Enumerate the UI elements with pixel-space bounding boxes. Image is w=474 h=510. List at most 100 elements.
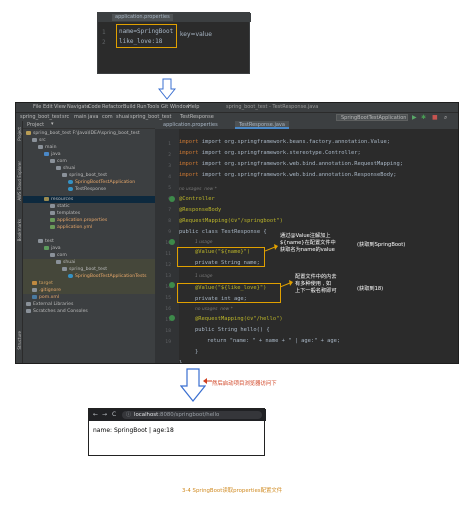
run-configuration-select[interactable]: SpringBootTestApplication [336,114,408,121]
line-number: 11 [165,252,171,257]
annotation-note-2: 配置文件中的内去 有多种使用 , 如 上下一般名称即可 [295,274,337,294]
debug-icon[interactable]: ✱ [421,114,427,121]
menu-help[interactable]: Help [188,104,200,110]
menu-file[interactable]: File [33,104,42,110]
line-number: 17 [165,318,171,323]
menu-bar: File Edit View Navigate Code Refactor Bu… [16,103,458,112]
menu-view[interactable]: View [54,104,66,110]
tree-item-shuai[interactable]: shuai [56,165,75,172]
tool-bookmarks[interactable]: Bookmarks [17,219,22,242]
line-number: 16 [165,307,171,312]
menu-tools[interactable]: Tools [147,104,160,110]
menu-navigate[interactable]: Navigate [67,104,90,110]
line-number: 13 [165,274,171,279]
tree-item-main[interactable]: main [38,144,56,151]
crumb[interactable]: spring_boot_test [20,114,62,120]
tree-item-test-shuai[interactable]: shuai [56,259,75,266]
tool-aws[interactable]: AWS Cloud Explorer [17,161,22,201]
down-arrow-icon [180,368,206,402]
tree-item-gitignore[interactable]: .gitignore [32,287,61,294]
line-number: 5 [168,186,171,191]
tree-item-application-class[interactable]: SpringBootTestApplication [68,179,135,186]
spring-bean-icon[interactable] [169,196,175,202]
line-number-gutter: 1 2 3 4 5 6 7 8 9 10 11 12 13 14 15 16 1… [155,129,179,363]
annotation-note-1: 通过@Value注解加上 ${name}在配置文件中 获取名为name的valu… [280,233,336,253]
tree-item-test[interactable]: test [38,238,54,245]
forward-icon[interactable]: → [102,411,108,418]
tree-item-test-package[interactable]: spring_boot_test [62,266,107,273]
line-number: 12 [165,263,171,268]
crumb[interactable]: src [62,114,70,120]
stop-icon[interactable]: ■ [432,114,438,121]
properties-tab[interactable]: application.properties [98,13,251,22]
code-editor[interactable]: import import org.springframework.beans.… [177,129,458,364]
run-icon[interactable]: ▶ [412,114,417,121]
spring-endpoint-icon[interactable] [169,315,175,321]
test-folder-highlight [23,259,155,294]
menu-edit[interactable]: Edit [43,104,53,110]
search-icon[interactable]: ⌕ [444,114,448,121]
tree-item-application-properties[interactable]: application.properties [50,217,107,224]
project-panel-header: Project ▾ [23,121,155,129]
tree-item-resources[interactable]: resources [44,196,73,203]
crumb[interactable]: com [102,114,113,120]
tree-item-target[interactable]: target [32,280,53,287]
info-icon[interactable]: ⓘ [126,412,132,418]
tree-item-src[interactable]: src [32,137,46,144]
code-line-import: import import org.springframework.beans.… [179,139,390,145]
menu-git[interactable]: Git [161,104,169,110]
tree-item-static[interactable]: static [50,203,70,210]
line-number: 15 [165,296,171,301]
tree-item-testresponse[interactable]: TestResponse [68,186,106,193]
tree-item-tests-class[interactable]: SpringBootTestApplicationTests [68,273,147,280]
code-line-class-decl: public class TestResponse { [179,229,267,235]
code-line-close: } [179,360,183,364]
tree-item-scratches[interactable]: Scratches and Consoles [26,308,88,315]
tool-structure[interactable]: Structure [17,331,22,350]
tree-item-templates[interactable]: templates [50,210,80,217]
menu-run[interactable]: Run [137,104,147,110]
chevron-down-icon[interactable]: ▾ [51,121,54,127]
tree-item-root[interactable]: spring_boot_test F:\Java\IDEA\spring_boo… [26,130,140,137]
menu-build[interactable]: Build [123,104,136,110]
line-number: 1 [102,29,106,36]
line-number: 8 [168,219,171,224]
usage-hint: 1 usage [195,274,213,279]
menu-window[interactable]: Window [170,104,190,110]
arrow-icon [280,280,293,288]
back-icon[interactable]: ← [93,411,99,418]
tool-project[interactable]: Project [17,127,22,141]
tree-item-test-java[interactable]: java [44,245,61,252]
address-bar[interactable]: ⓘ localhost:8080/springboot/hello [122,411,262,419]
project-header-label[interactable]: Project [27,122,45,128]
tab-application-properties[interactable]: application.properties [163,122,218,128]
crumb[interactable]: java [88,114,99,120]
crumb[interactable]: main [74,114,87,120]
code-line-controller: @Controller [179,196,215,202]
crumb[interactable]: spring_boot_test [130,114,172,120]
tree-item-external-libraries[interactable]: External Libraries [26,301,73,308]
code-line-field-age: private int age; [195,296,247,302]
annotation-result-1: (获取到SpringBoot) [357,242,406,248]
tree-item-test-com[interactable]: com [50,252,67,259]
tab-testresponse[interactable]: TestResponse.java [235,121,289,129]
crumb[interactable]: TestResponse [180,114,214,120]
tree-item-pom[interactable]: pom.xml [32,294,59,301]
code-line-responsebody: @ResponseBody [179,207,222,213]
menu-code[interactable]: Code [88,104,101,110]
step-note: 然后启动项目浏览器访问下 [212,381,277,387]
key-value-note: key=value [180,31,212,38]
tree-item-package[interactable]: spring_boot_test [62,172,107,179]
spring-bean-icon[interactable] [169,282,175,288]
highlight-box [177,283,281,303]
tree-item-java[interactable]: java [44,151,61,158]
tree-item-application-yml[interactable]: application.yml [50,224,92,231]
tree-item-com[interactable]: com [50,158,67,165]
menu-refactor[interactable]: Refactor [102,104,123,110]
breadcrumb: spring_boot_test src main java com shuai… [16,112,458,121]
reload-icon[interactable]: C [112,411,117,418]
line-number: 9 [168,230,171,235]
spring-bean-icon[interactable] [169,239,175,245]
crumb[interactable]: shuai [116,114,130,120]
browser-toolbar: ← → C ⓘ localhost:8080/springboot/hello [89,409,266,421]
